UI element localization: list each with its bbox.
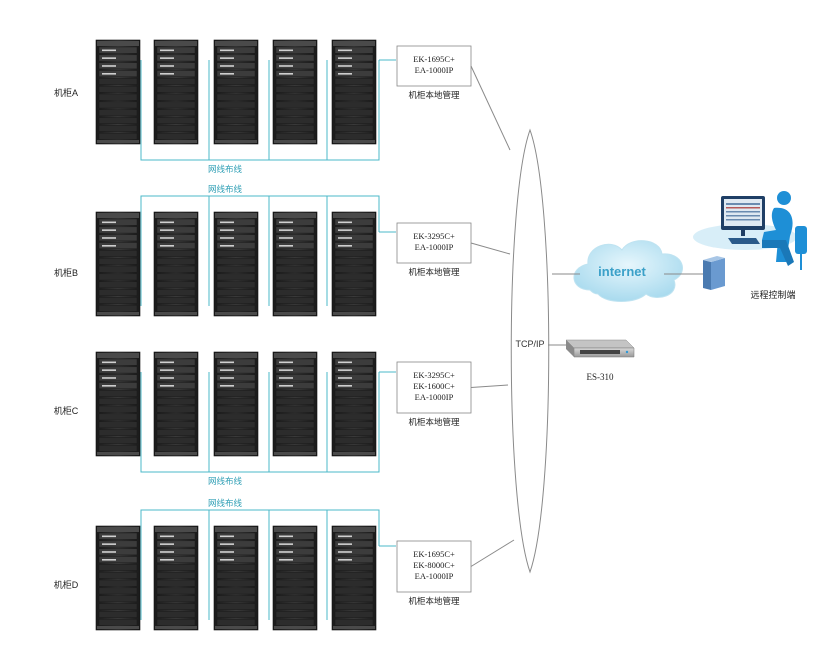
device-model: EK-3295C+ xyxy=(413,231,455,241)
device-model: EK-1695C+ xyxy=(413,54,455,64)
server-rack xyxy=(213,39,259,145)
tcp-ip-bus xyxy=(510,128,550,574)
switch-label: ES-310 xyxy=(587,372,615,382)
network-cabling: 网线布线 xyxy=(140,498,396,620)
network-cabling: 网线布线 xyxy=(140,184,396,306)
manager-label: 机柜本地管理 xyxy=(408,267,460,277)
bus-connector-line xyxy=(470,384,509,388)
bus-connector-line xyxy=(470,65,511,151)
server-rack xyxy=(213,211,259,317)
manager-label: 机柜本地管理 xyxy=(408,596,460,606)
server-rack xyxy=(213,525,259,631)
manager-label: 机柜本地管理 xyxy=(408,417,460,427)
bus-connector-line xyxy=(470,242,511,255)
local-manager-box: EK-3295C+EA-1000IP 机柜本地管理 xyxy=(396,222,511,277)
cabinet-label: 机柜B xyxy=(54,267,78,278)
racks-layer: 机柜A 机柜B 机柜C 机柜D xyxy=(54,39,377,631)
server-rack xyxy=(272,39,318,145)
cabinet-group: 机柜A xyxy=(54,39,377,145)
device-model: EK-1695C+ xyxy=(413,549,455,559)
cabling-label: 网线布线 xyxy=(208,498,243,508)
device-model: EK-3295C+ xyxy=(413,370,455,380)
tcp-ip-label: TCP/IP xyxy=(515,339,544,349)
network-cabling: 网线布线 xyxy=(140,59,396,174)
internet-label: internet xyxy=(598,264,646,279)
cabinet-label: 机柜D xyxy=(54,579,79,590)
local-manager-box: EK-1695C+EK-8000C+EA-1000IP 机柜本地管理 xyxy=(396,539,515,606)
manager-label: 机柜本地管理 xyxy=(408,90,460,100)
cabling-label: 网线布线 xyxy=(208,184,243,194)
remote-workstation-icon xyxy=(693,191,807,290)
cabinet-group: 机柜D xyxy=(54,525,377,631)
cabinet-group: 机柜B xyxy=(54,211,377,317)
device-model: EA-1000IP xyxy=(415,65,454,75)
server-rack xyxy=(153,525,199,631)
server-rack xyxy=(331,39,377,145)
server-rack xyxy=(331,211,377,317)
server-rack xyxy=(272,525,318,631)
network-cabling: 网线布线 xyxy=(140,371,396,486)
local-manager-box: EK-3295C+EK-1600C+EA-1000IP 机柜本地管理 xyxy=(396,361,509,427)
server-rack xyxy=(153,351,199,457)
device-model: EK-1600C+ xyxy=(413,381,455,391)
cabinet-label: 机柜C xyxy=(54,405,79,416)
server-rack xyxy=(95,525,141,631)
internet-cloud: internet xyxy=(573,240,683,302)
server-rack xyxy=(95,351,141,457)
server-rack xyxy=(153,211,199,317)
server-rack xyxy=(153,39,199,145)
local-manager-box: EK-1695C+EA-1000IP 机柜本地管理 xyxy=(396,45,511,151)
cabinet-group: 机柜C xyxy=(54,351,377,457)
device-model: EA-1000IP xyxy=(415,242,454,252)
server-rack xyxy=(331,351,377,457)
bus-connector-line xyxy=(470,539,515,567)
server-rack xyxy=(95,39,141,145)
server-rack xyxy=(272,351,318,457)
switch-icon xyxy=(565,339,635,358)
cabinet-label: 机柜A xyxy=(54,87,78,98)
device-model: EK-8000C+ xyxy=(413,560,455,570)
cabling-label: 网线布线 xyxy=(208,476,243,486)
cabling-label: 网线布线 xyxy=(208,164,243,174)
server-rack xyxy=(213,351,259,457)
devices-layer: EK-1695C+EA-1000IP机柜本地管理EK-3295C+EA-1000… xyxy=(396,45,515,606)
server-rack xyxy=(331,525,377,631)
device-model: EA-1000IP xyxy=(415,392,454,402)
server-rack xyxy=(95,211,141,317)
device-model: EA-1000IP xyxy=(415,571,454,581)
server-rack xyxy=(272,211,318,317)
remote-label: 远程控制端 xyxy=(750,289,795,300)
